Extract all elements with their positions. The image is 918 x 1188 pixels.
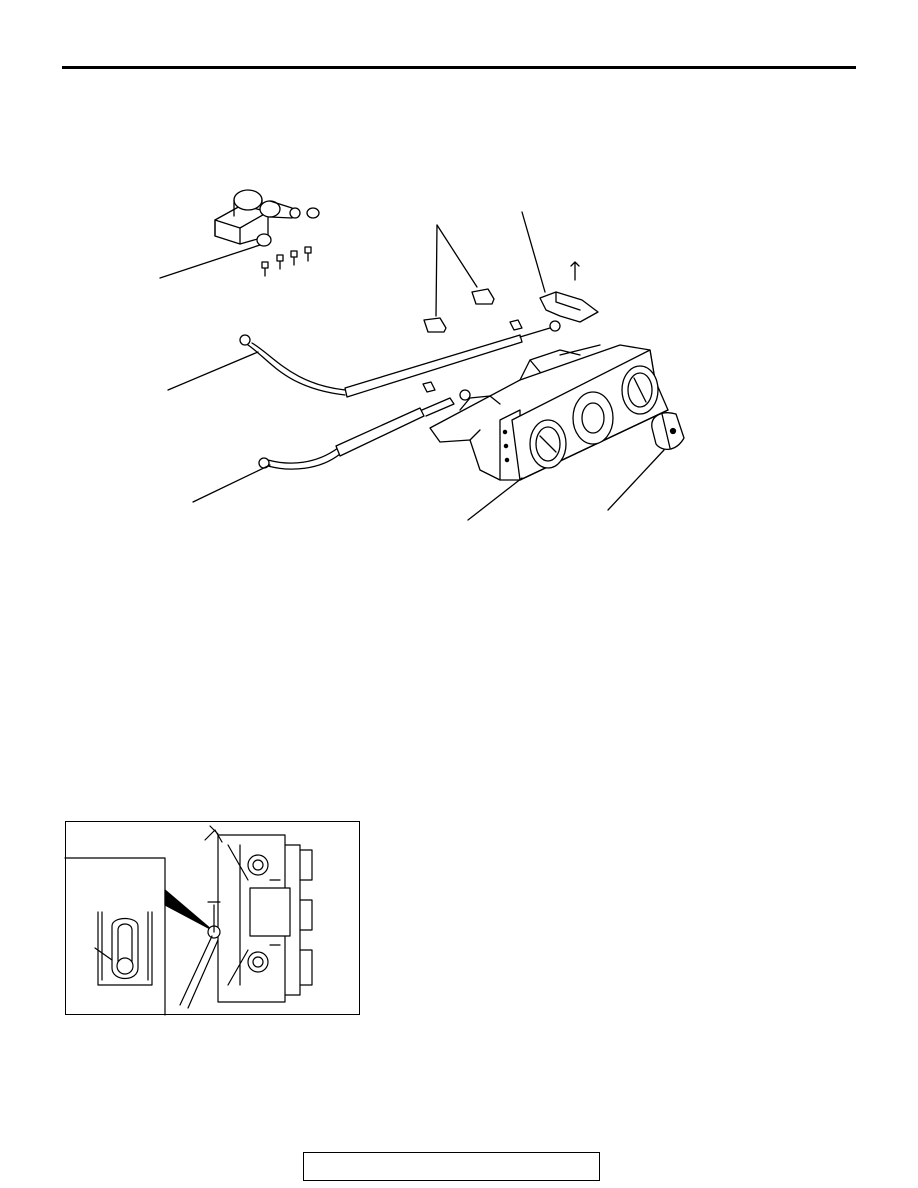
magnified-clip [94, 911, 153, 986]
control-unit-rear-view [204, 825, 313, 1003]
cable-clips [423, 288, 495, 333]
leader-line-clip-b [436, 224, 478, 288]
temperature-control-cable [239, 320, 561, 398]
mode-switch-assembly [214, 189, 320, 277]
mode-control-cable [258, 389, 471, 470]
leader-line-bracket [521, 211, 546, 293]
cable-clip-detail-figure [65, 821, 360, 1015]
leader-line-clip-a [435, 224, 438, 317]
screwdriver [179, 935, 219, 1009]
leader-line-lower-cable [192, 464, 271, 503]
heater-control-assembly [429, 344, 669, 481]
cable-clip-small-b [422, 381, 436, 393]
leader-line-knob [607, 449, 665, 511]
leader-line-switch [159, 244, 261, 279]
control-knob [651, 412, 685, 450]
leader-line-control-assembly [467, 477, 523, 521]
mounting-bracket [539, 261, 599, 323]
detail-pointer [164, 889, 213, 931]
header-rule [62, 66, 856, 69]
leader-line-upper-cable [167, 351, 259, 391]
detail-subframe [64, 857, 166, 1016]
footer-box [303, 1152, 600, 1181]
cable-clip-small-a [509, 319, 523, 331]
